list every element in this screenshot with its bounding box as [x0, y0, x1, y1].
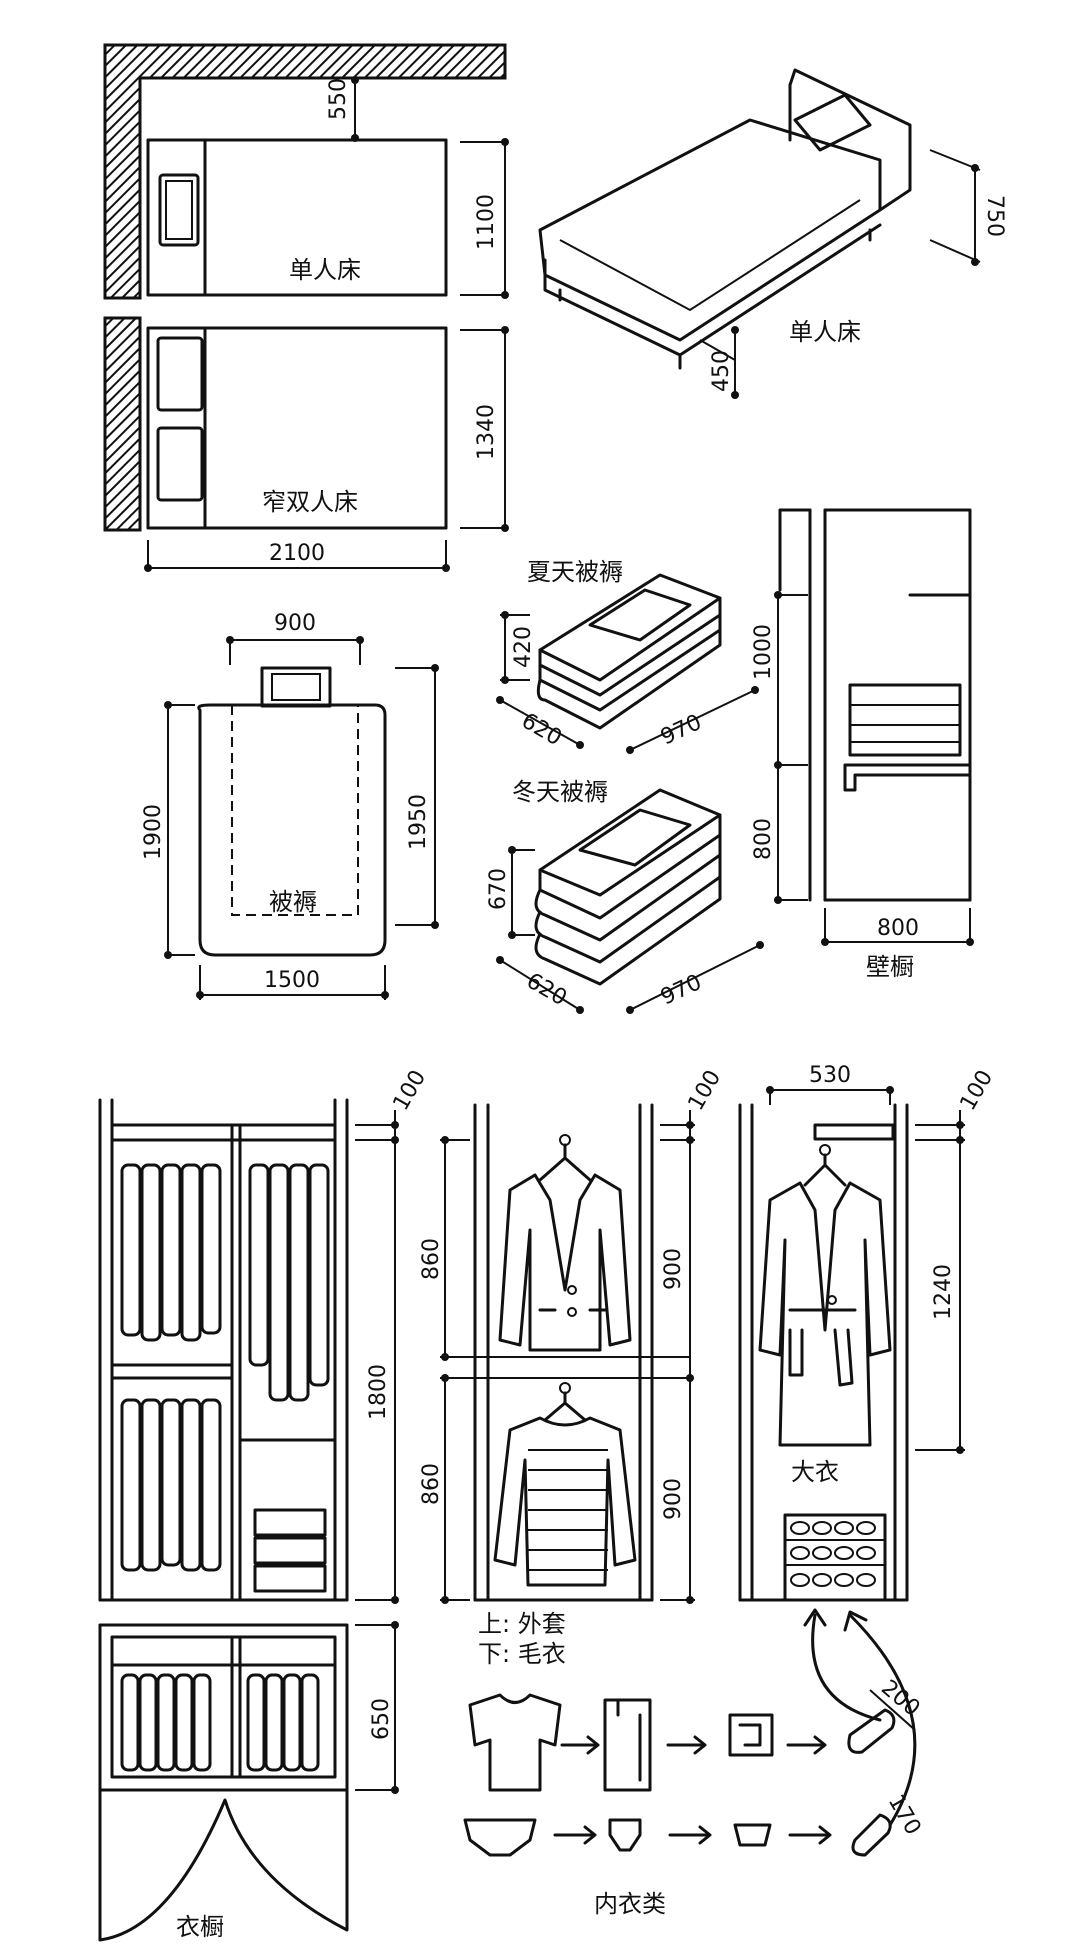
dim-100-wardrobe: 100	[389, 1066, 432, 1115]
dim-900-upper: 900	[661, 1248, 686, 1290]
dim-800-closet: 800	[751, 818, 776, 860]
arrow-6	[788, 1825, 832, 1845]
folded-shirt-square	[728, 1713, 774, 1757]
dim-2100: 2100	[269, 541, 325, 566]
dim-420: 420	[511, 626, 536, 668]
arrow-3	[786, 1735, 827, 1755]
wall-hatch-lower	[103, 316, 142, 532]
dim-750: 750	[982, 195, 1007, 237]
winter-quilt-label: 冬天被褥	[512, 778, 608, 806]
upper-note: 上: 外套	[478, 1610, 566, 1638]
dim-1340: 1340	[474, 404, 499, 460]
arrow-2	[666, 1735, 707, 1755]
quilt-plan: 900 被褥 1900 1950 1500	[141, 611, 439, 1000]
double-bed-plan	[146, 326, 448, 530]
hanging-clothes-upper-right	[248, 1163, 330, 1402]
dim-620-summer: 620	[517, 709, 566, 752]
jacket-drawing	[498, 1134, 632, 1352]
dim-970-summer: 970	[657, 710, 706, 750]
arrow-5	[668, 1825, 712, 1845]
closet-section: 1000 800 800 壁橱	[751, 508, 974, 981]
bed-plan-group: 单人床 550 1100 窄双人床 1340 2100	[103, 43, 509, 572]
jacket-cabinet: 860 860 100 900 900 上: 外套 下: 毛衣	[419, 1066, 726, 1668]
dim-450: 450	[709, 350, 734, 392]
lower-note: 下: 毛衣	[478, 1640, 566, 1668]
sweater-drawing	[493, 1382, 637, 1587]
curved-arrow-2	[848, 1613, 917, 1827]
overcoat-cabinet: 530 大衣	[738, 1063, 999, 1602]
folding-sequence-shirt: 200	[468, 1675, 924, 1792]
dim-1800: 1800	[366, 1364, 391, 1420]
summer-quilt-label: 夏天被褥	[527, 558, 623, 586]
overcoat-label: 大衣	[791, 1458, 839, 1486]
single-bed-iso-label: 单人床	[789, 318, 861, 346]
rolled-briefs	[851, 1813, 892, 1857]
single-bed-iso: 750 450 单人床	[538, 68, 1007, 399]
dim-1950: 1950	[406, 794, 431, 850]
arrow-4	[553, 1825, 597, 1845]
dim-1100: 1100	[474, 194, 499, 250]
dim-620-winter: 620	[522, 969, 571, 1012]
dim-860-lower: 860	[419, 1463, 444, 1505]
dim-1000: 1000	[751, 624, 776, 680]
briefs-shape	[463, 1818, 537, 1857]
folded-briefs-small	[733, 1823, 772, 1847]
shoe-rack	[783, 1513, 887, 1602]
closet-label: 壁橱	[866, 953, 914, 981]
dim-100-jacket: 100	[684, 1066, 727, 1115]
double-bed-label: 窄双人床	[262, 488, 358, 516]
hanging-clothes-upper-left	[120, 1163, 222, 1342]
summer-quilt-stack: 夏天被褥 420 620 970	[496, 558, 759, 754]
dim-550: 550	[326, 78, 351, 120]
dim-860-upper: 860	[419, 1238, 444, 1280]
single-bed-plan	[146, 138, 448, 297]
overcoat-drawing	[758, 1144, 892, 1447]
curved-arrow-1-head	[803, 1608, 827, 1627]
quilt-label: 被褥	[269, 888, 317, 916]
wardrobe-section: 衣橱 100 1800 650	[98, 1066, 432, 1942]
dim-670: 670	[486, 868, 511, 910]
folded-clothes-row	[120, 1673, 320, 1772]
curved-arrow-1	[811, 1613, 882, 1722]
underwear-label: 内衣类	[594, 1890, 666, 1918]
wall-hatch	[103, 43, 507, 300]
dim-900: 900	[274, 611, 316, 636]
folding-sequence-underwear: 170 内衣类	[463, 1791, 925, 1918]
winter-quilt-stack: 冬天被褥 670 620 970	[486, 778, 764, 1014]
dim-1500: 1500	[264, 968, 320, 993]
rolled-shirt	[847, 1708, 896, 1754]
wardrobe-label: 衣橱	[176, 1913, 224, 1941]
dim-530: 530	[809, 1063, 851, 1088]
dim-900-lower: 900	[661, 1478, 686, 1520]
single-bed-label: 单人床	[289, 256, 361, 284]
dim-1900: 1900	[141, 804, 166, 860]
curved-arrow-2-head	[843, 1610, 868, 1632]
folded-shirt-long	[603, 1698, 652, 1792]
dim-650: 650	[369, 1698, 394, 1740]
arrow-1	[560, 1735, 600, 1755]
dim-100-coat: 100	[956, 1066, 999, 1115]
hanging-clothes-lower-left	[120, 1398, 222, 1572]
folded-briefs	[608, 1818, 642, 1852]
dim-800-closet-width: 800	[877, 916, 919, 941]
dim-1240: 1240	[931, 1264, 956, 1320]
tshirt-shape	[468, 1693, 562, 1792]
wardrobe-drawers	[253, 1508, 327, 1593]
